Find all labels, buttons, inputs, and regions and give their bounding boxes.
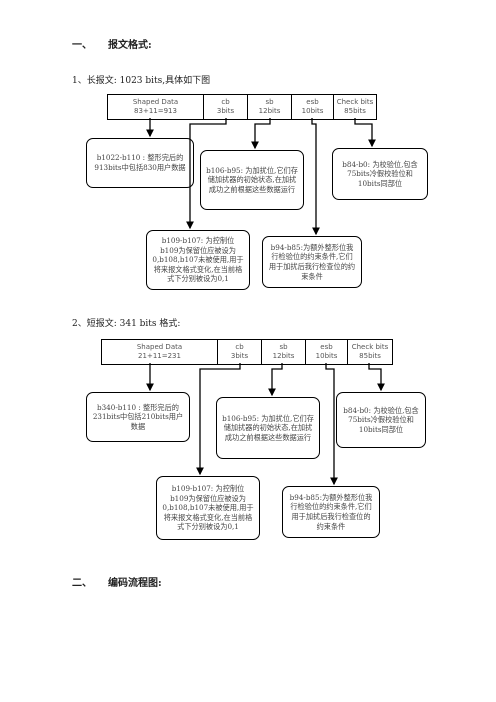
note-shaped-data: b340-b110 : 整形完后的231bits中包括210bits用户数据: [86, 392, 190, 442]
field-range: 12bits: [272, 352, 295, 360]
note-text: b84-b0: 为校验位,包含75bits冷假校验位和10bits同部位: [343, 405, 419, 434]
arrow-esb: [325, 363, 338, 486]
note-scrambler-bits: b106-b95: 为加扰位,它们存储加扰器的初始状态,在加扰成功之前根据这些数…: [200, 150, 304, 210]
field-name: esb: [306, 98, 319, 106]
arrow-check-bits: [368, 363, 385, 392]
arrow-sb: [251, 118, 271, 150]
field-range: 10bits: [315, 352, 338, 360]
note-shaped-data: b1022-b110 : 整形完后的913bits中包括830用户数据: [86, 138, 194, 188]
note-text: b94-b85:为额外整形位我行检验位的约束条件,它们用于加扰后我行检查位的约束…: [289, 492, 373, 531]
note-text: b106-b95: 为加扰位,它们存储加扰器的初始状态,在加扰成功之前根据这些数…: [206, 165, 298, 194]
field-range: 12bits: [258, 107, 281, 115]
field-range: 3bits: [230, 352, 249, 360]
section-number: 一、: [72, 40, 92, 51]
field-name: cb: [235, 343, 244, 351]
note-control-bits: b109-b107: 为控制位 b109为保留位应被设为0,b108,b107未…: [146, 230, 250, 290]
field-name: Check bits: [351, 343, 389, 351]
note-control-bits: b109-b107: 为控制位 b109为保留位应被设为0,b108,b107未…: [156, 476, 260, 540]
field-name: Shaped Data: [136, 343, 183, 351]
field-name: cb: [221, 98, 230, 106]
note-text: b106-b95: 为加扰位,它们存储加扰器的初始状态,在加扰成功之前根据这些数…: [222, 413, 314, 442]
note-text: b340-b110 : 整形完后的231bits中包括210bits用户数据: [92, 402, 184, 431]
arrow-check-bits: [354, 118, 376, 148]
field-range: 10bits: [301, 107, 324, 115]
field-range: 3bits: [216, 107, 235, 115]
field-name: Shaped Data: [132, 98, 179, 106]
note-check-bits: b84-b0: 为校验位,包含75bits冷假校验位和10bits同部位: [332, 148, 428, 200]
field-range: 85bits: [344, 107, 366, 115]
field-range: 83+11=913: [134, 107, 177, 115]
section-heading-2: 二、 编码流程图:: [72, 574, 162, 589]
arrow-cb: [186, 118, 227, 230]
arrow-sb: [268, 363, 283, 397]
note-check-bits: b84-b0: 为校验位,包含75bits冷假校验位和10bits同部位: [336, 392, 426, 448]
arrow-esb: [311, 118, 320, 236]
field-name: esb: [320, 343, 333, 351]
note-text: b84-b0: 为校验位,包含75bits冷假校验位和10bits同部位: [342, 159, 418, 188]
field-name: sb: [265, 98, 274, 106]
note-text: b94-b85:为额外整形位我行检验位的约束条件,它们用于加扰后我行检查位的约束…: [268, 242, 356, 281]
long-message-heading: 1、长报文: 1023 bits,具体如下图: [72, 76, 211, 86]
section-title: 编码流程图:: [108, 578, 162, 589]
field-name: Check bits: [336, 98, 374, 106]
field-range: 85bits: [359, 352, 381, 360]
section-title: 报文格式:: [108, 40, 152, 51]
note-text: b1022-b110 : 整形完后的913bits中包括830用户数据: [94, 153, 186, 172]
note-text: b109-b107: 为控制位 b109为保留位应被设为0,b108,b107未…: [162, 484, 254, 532]
field-range: 21+11=231: [138, 352, 181, 360]
arrow-cb: [196, 363, 241, 476]
note-scrambler-bits: b106-b95: 为加扰位,它们存储加扰器的初始状态,在加扰成功之前根据这些数…: [216, 397, 320, 459]
field-name: sb: [279, 343, 288, 351]
section-number: 二、: [72, 578, 92, 589]
section-heading-1: 一、 报文格式:: [72, 36, 152, 51]
note-extra-shaping-bits: b94-b85:为额外整形位我行检验位的约束条件,它们用于加扰后我行检查位的约束…: [262, 236, 362, 288]
note-extra-shaping-bits: b94-b85:为额外整形位我行检验位的约束条件,它们用于加扰后我行检查位的约束…: [282, 486, 380, 538]
short-message-heading: 2、短报文: 341 bits 格式:: [72, 319, 181, 329]
note-text: b109-b107: 为控制位 b109为保留位应被设为0,b108,b107未…: [152, 236, 244, 284]
